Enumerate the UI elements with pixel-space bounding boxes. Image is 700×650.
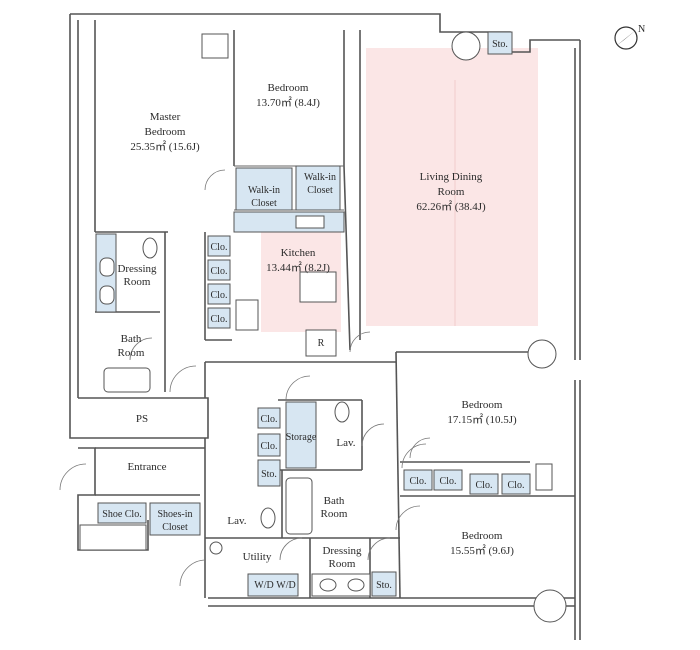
- shoes-in-2: Closet: [162, 522, 188, 533]
- washer-dryer-area: [247, 573, 299, 597]
- shoes-in-1: Shoes-in: [158, 509, 193, 520]
- walkin-left-1: Walk-in: [248, 185, 280, 196]
- clo-kitchen-2: Clo.: [211, 266, 228, 277]
- round-column-top: [451, 31, 481, 61]
- bedroom-bottom-area: 15.55㎡ (9.6J): [450, 544, 514, 557]
- clo-bedroom-4: Clo.: [508, 480, 525, 491]
- bedroom-top-area: 13.70㎡ (8.4J): [256, 96, 320, 109]
- lav-bottom-name: Lav.: [227, 515, 246, 527]
- room-labels: Master Bedroom 25.35㎡ (15.6J) Bedroom 13…: [117, 82, 517, 570]
- kitchen-stove: [235, 299, 259, 331]
- toilet-mid: [334, 401, 350, 423]
- closets: [95, 31, 531, 597]
- dressing-left-name-1: Dressing: [117, 263, 157, 275]
- round-column-mid: [527, 339, 557, 369]
- entrance-step: [79, 524, 147, 551]
- sto-hall: Sto.: [261, 469, 277, 480]
- wd-1: W/D: [254, 580, 273, 591]
- living-floor-tint: [366, 48, 538, 326]
- living-dining-area: 62.26㎡ (38.4J): [416, 200, 486, 213]
- dressing-bottom-name-1: Dressing: [322, 545, 362, 557]
- toilet-bottom: [260, 507, 276, 529]
- clo-kitchen-1: Clo.: [211, 242, 228, 253]
- living-dining-name-1: Living Dining: [420, 171, 483, 183]
- column-right: [535, 463, 553, 491]
- clo-hall-2: Clo.: [261, 441, 278, 452]
- bedroom-mid-name: Bedroom: [462, 399, 503, 411]
- living-dining-name-2: Room: [438, 186, 465, 198]
- shoe-clo-label: Shoe Clo.: [102, 509, 141, 520]
- clo-bedroom-2: Clo.: [440, 476, 457, 487]
- fridge-label: R: [318, 338, 325, 349]
- lav-mid-name: Lav.: [336, 437, 355, 449]
- bath-mid-name-2: Room: [321, 508, 348, 520]
- master-bedroom-area: 25.35㎡ (15.6J): [130, 140, 200, 153]
- walkin-left-2: Closet: [251, 198, 277, 209]
- master-bedroom-name-1: Master: [150, 111, 181, 123]
- round-column-bottom: [533, 589, 567, 623]
- dressing-left-name-2: Room: [124, 276, 151, 288]
- bathtub-left: [103, 367, 151, 393]
- kitchen-area: 13.44㎡ (8.2J): [266, 261, 330, 274]
- column-top: [201, 33, 229, 59]
- utility-name: Utility: [243, 551, 272, 563]
- clo-kitchen-3: Clo.: [211, 290, 228, 301]
- toilet-left: [142, 237, 158, 259]
- bath-mid-name-1: Bath: [324, 495, 345, 507]
- compass-north-label: N: [638, 24, 645, 35]
- compass-rose: N: [614, 24, 645, 50]
- bedroom-mid-area: 17.15㎡ (10.5J): [447, 413, 517, 426]
- wd-2: W/D: [276, 580, 295, 591]
- clo-bedroom-3: Clo.: [476, 480, 493, 491]
- bath-left-name-1: Bath: [121, 333, 142, 345]
- sink-left-1: [99, 257, 115, 277]
- sink-left-2: [99, 285, 115, 305]
- sto-bottom: Sto.: [376, 580, 392, 591]
- bathtub-mid: [285, 477, 313, 535]
- sto-top: Sto.: [492, 39, 508, 50]
- bath-left-name-2: Room: [118, 347, 145, 359]
- clo-kitchen-4: Clo.: [211, 314, 228, 325]
- drain: [209, 541, 223, 555]
- kitchen-sink: [295, 215, 325, 229]
- fridge: [305, 329, 337, 357]
- fixtures: [79, 31, 567, 623]
- bedroom-bottom-name: Bedroom: [462, 530, 503, 542]
- vanity-sink-2: [347, 578, 365, 592]
- dressing-bottom-name-2: Room: [329, 558, 356, 570]
- entrance-name: Entrance: [127, 461, 166, 473]
- doors: [59, 169, 431, 587]
- walkin-right-2: Closet: [307, 185, 333, 196]
- ps-name: PS: [136, 413, 148, 425]
- walkin-right-1: Walk-in: [304, 172, 336, 183]
- master-bedroom-name-2: Bedroom: [145, 126, 186, 138]
- bedroom-top-name: Bedroom: [268, 82, 309, 94]
- clo-bedroom-1: Clo.: [410, 476, 427, 487]
- storage-labels: Walk-in Closet Walk-in Closet Sto. Sto. …: [102, 39, 524, 591]
- kitchen-name: Kitchen: [281, 247, 316, 259]
- clo-hall-1: Clo.: [261, 414, 278, 425]
- kitchen-island: [299, 271, 337, 303]
- storage-hall: Storage: [286, 432, 317, 443]
- vanity-sink-1: [319, 578, 337, 592]
